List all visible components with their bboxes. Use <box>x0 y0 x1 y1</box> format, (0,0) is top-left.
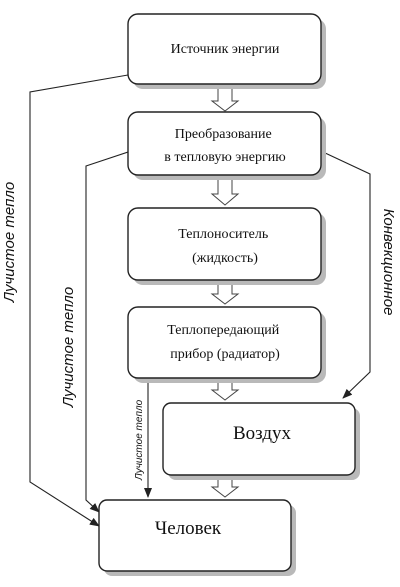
node-carrier-label-1: Теплоноситель <box>178 227 268 242</box>
node-conversion: Преобразование в тепловую энергию <box>127 111 326 180</box>
svg-text:Теплопередающий прибор (: Теплопередающий прибор (радиатор) <box>167 323 283 362</box>
connectors <box>29 74 371 527</box>
svg-text:Теплоноситель (жидкость): Теплоноситель (жидкость) <box>178 227 271 266</box>
node-human: Человек <box>98 499 296 576</box>
svg-text:Преобразование в теплову: Преобразование в тепловую энергию <box>164 127 285 165</box>
connector-convective <box>322 151 371 399</box>
arrow-conversion-to-carrier <box>210 177 240 206</box>
node-carrier: Теплоноситель (жидкость) <box>127 207 326 285</box>
svg-text:Человек: Человек <box>155 518 222 539</box>
arrow-source-to-conversion <box>210 87 240 112</box>
node-source-label: Источник энергии <box>171 42 280 57</box>
connector-radiant-middle <box>85 151 129 513</box>
flow-arrows <box>210 87 240 498</box>
node-human-label: Человек <box>155 518 222 539</box>
node-radiator: Теплопередающий прибор (радиатор) <box>127 306 326 383</box>
edge-label-radiant-middle: Лучистое тепло <box>60 287 77 408</box>
connector-radiant-outer <box>29 74 129 527</box>
arrow-carrier-to-radiator <box>210 282 240 305</box>
node-carrier-label-2: (жидкость) <box>192 251 258 266</box>
arrow-air-to-human <box>210 477 240 498</box>
svg-text:Воздух: Воздух <box>233 423 292 444</box>
edge-label-convective: Конвекционное <box>380 209 397 316</box>
node-air-label: Воздух <box>233 423 292 444</box>
node-air: Воздух <box>162 402 360 480</box>
node-conversion-label-1: Преобразование <box>175 127 272 142</box>
edge-label-radiant-outer: Лучистое тепло <box>1 182 18 303</box>
node-radiator-label-1: Теплопередающий <box>167 323 280 338</box>
edge-label-radiant-inner: Лучистое тепло <box>134 399 145 481</box>
svg-text:Источник энергии: Источник энергии <box>171 42 280 57</box>
node-conversion-label-2: в тепловую энергию <box>164 150 285 165</box>
node-source: Источник энергии <box>127 13 326 89</box>
node-radiator-label-2: прибор (радиатор) <box>170 347 280 362</box>
